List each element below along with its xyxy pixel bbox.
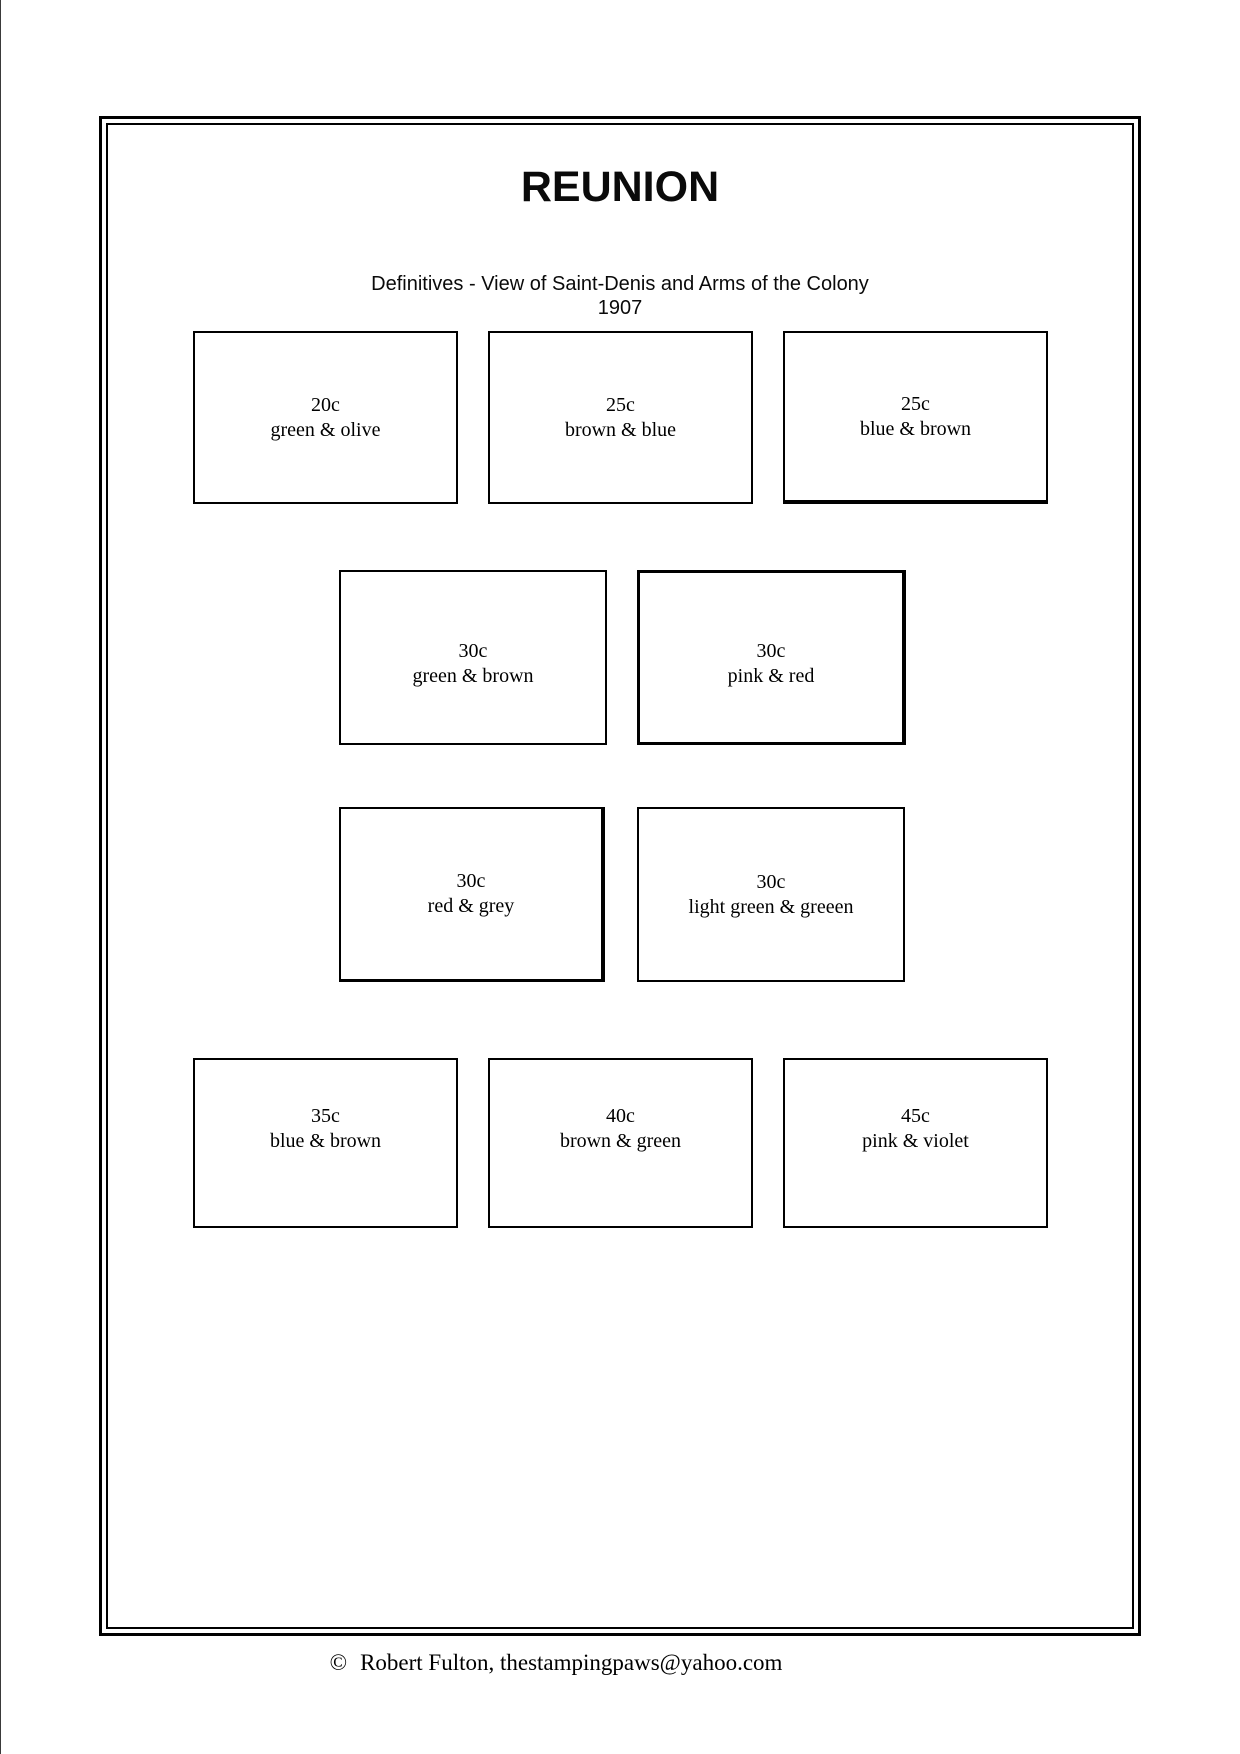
- page-frame-inner: [106, 123, 1134, 1629]
- stamp-label: 45c pink & violet: [862, 1104, 969, 1154]
- stamp-box-40c-brown-green: 40c brown & green: [488, 1058, 753, 1228]
- stamp-colors: green & olive: [270, 418, 381, 441]
- scan-edge-artifact: [0, 0, 1, 1754]
- stamp-colors: blue & brown: [859, 417, 972, 440]
- stamp-value: 35c: [311, 1105, 340, 1127]
- stamp-value: 45c: [901, 1105, 930, 1127]
- stamp-box-25c-blue-brown: 25c blue & brown: [783, 331, 1048, 504]
- issue-year: 1907: [597, 297, 643, 319]
- copyright-symbol: ©: [329, 1650, 348, 1675]
- stamp-label: 30c green & brown: [412, 639, 533, 689]
- stamp-label: 30c red & grey: [428, 869, 515, 919]
- stamp-box-30c-lightgreen-green: 30c light green & greeen: [637, 807, 905, 982]
- issue-heading: Definitives - View of Saint-Denis and Ar…: [0, 272, 1240, 320]
- stamp-value: 25c: [606, 393, 635, 416]
- copyright-line: © Robert Fulton, thestampingpaws@yahoo.co…: [0, 1650, 1112, 1676]
- stamp-box-30c-green-brown: 30c green & brown: [339, 570, 607, 745]
- page-frame-outer: [99, 116, 1141, 1636]
- stamp-colors: red & grey: [427, 895, 515, 917]
- stamp-colors: brown & green: [559, 1130, 682, 1152]
- stamp-box-30c-red-grey: 30c red & grey: [339, 807, 605, 982]
- copyright-text: Robert Fulton, thestampingpaws@yahoo.com: [360, 1650, 783, 1675]
- stamp-box-30c-pink-red: 30c pink & red: [637, 570, 906, 745]
- stamp-label: 20c green & olive: [271, 393, 381, 443]
- stamp-value: 30c: [456, 870, 486, 892]
- stamp-label: 40c brown & green: [560, 1104, 681, 1154]
- stamp-value: 30c: [756, 639, 786, 662]
- stamp-label: 30c pink & red: [728, 639, 815, 689]
- stamp-label: 25c brown & blue: [565, 393, 676, 443]
- stamp-label: 25c blue & brown: [860, 392, 971, 442]
- stamp-value: 25c: [901, 392, 930, 415]
- issue-description: Definitives - View of Saint-Denis and Ar…: [371, 273, 869, 295]
- stamp-colors: pink & red: [727, 664, 815, 687]
- stamp-value: 40c: [606, 1105, 635, 1127]
- stamp-colors: pink & violet: [862, 1130, 969, 1152]
- stamp-box-45c-pink-violet: 45c pink & violet: [783, 1058, 1048, 1228]
- stamp-colors: brown & blue: [564, 418, 677, 441]
- stamp-colors: green & brown: [412, 664, 534, 687]
- page-title: REUNION: [520, 163, 720, 211]
- stamp-label: 35c blue & brown: [270, 1104, 381, 1154]
- stamp-value: 30c: [458, 639, 488, 662]
- stamp-value: 20c: [311, 393, 340, 416]
- stamp-box-25c-brown-blue: 25c brown & blue: [488, 331, 753, 504]
- stamp-box-35c-blue-brown: 35c blue & brown: [193, 1058, 458, 1228]
- stamp-colors: blue & brown: [269, 1130, 382, 1152]
- stamp-label: 30c light green & greeen: [689, 870, 854, 920]
- stamp-box-20c-green-olive: 20c green & olive: [193, 331, 458, 504]
- stamp-colors: light green & greeen: [688, 895, 854, 918]
- stamp-value: 30c: [756, 870, 786, 893]
